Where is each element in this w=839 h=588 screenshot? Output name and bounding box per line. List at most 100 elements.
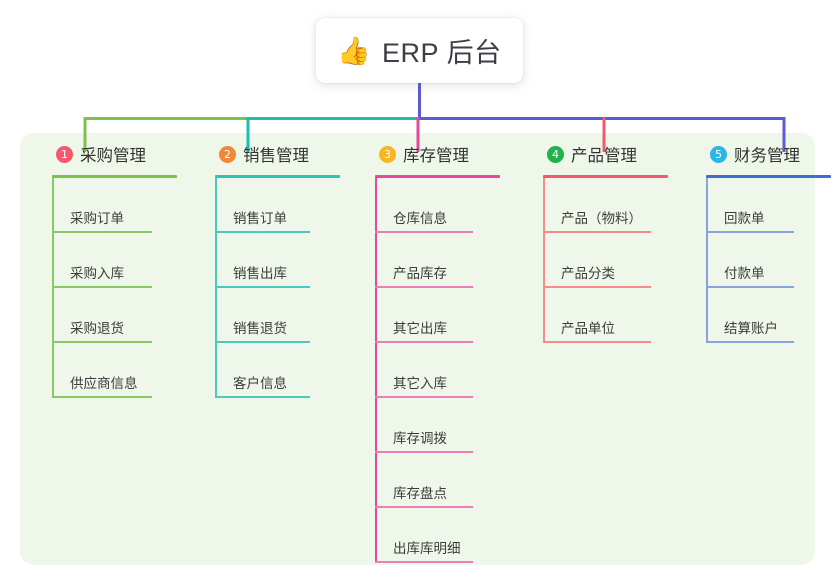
leaf-spine-sales xyxy=(215,178,217,398)
leaf-rule xyxy=(375,231,473,233)
leaf-label: 销售出库 xyxy=(233,266,287,281)
leaf-rule xyxy=(375,506,473,508)
leaf-rule xyxy=(543,286,651,288)
leaf-rule xyxy=(52,341,152,343)
leaf-label: 采购入库 xyxy=(70,266,124,281)
leaf-label: 回款单 xyxy=(724,211,765,226)
leaf-rule xyxy=(706,286,794,288)
leaf-rule xyxy=(375,561,473,563)
leaf-item[interactable]: 结算账户 xyxy=(706,288,839,343)
leaf-spine-finance xyxy=(706,178,708,343)
column-badge-inventory: 3 xyxy=(379,145,396,163)
column-header-product[interactable]: 4 产品管理 xyxy=(529,133,709,175)
leaf-label: 采购退货 xyxy=(70,321,124,336)
leaf-item[interactable]: 采购入库 xyxy=(52,233,208,288)
leaf-label: 客户信息 xyxy=(233,376,287,391)
leaf-label: 销售退货 xyxy=(233,321,287,336)
column-header-inventory[interactable]: 3 库存管理 xyxy=(361,133,541,175)
leaf-item[interactable]: 销售退货 xyxy=(215,288,371,343)
leaf-label: 付款单 xyxy=(724,266,765,281)
leaf-spine-product xyxy=(543,178,545,343)
leaf-label: 产品单位 xyxy=(561,321,615,336)
leaf-list-sales: 销售订单销售出库销售退货客户信息 xyxy=(215,178,371,398)
leaf-rule xyxy=(215,231,310,233)
leaf-label: 供应商信息 xyxy=(70,376,138,391)
leaf-rule xyxy=(52,286,152,288)
leaf-list-finance: 回款单付款单结算账户 xyxy=(706,178,839,343)
column-finance: 5 财务管理回款单付款单结算账户 xyxy=(692,133,839,343)
column-title-purchase: 采购管理 xyxy=(80,147,146,165)
column-rule-product xyxy=(543,175,668,178)
leaf-label: 结算账户 xyxy=(724,321,778,336)
leaf-item[interactable]: 库存盘点 xyxy=(375,453,541,508)
leaf-item[interactable]: 付款单 xyxy=(706,233,839,288)
leaf-label: 库存盘点 xyxy=(393,486,447,501)
column-header-finance[interactable]: 5 财务管理 xyxy=(692,133,839,175)
leaf-item[interactable]: 产品分类 xyxy=(543,233,709,288)
leaf-label: 出库库明细 xyxy=(393,541,461,556)
leaf-item[interactable]: 出库库明细 xyxy=(375,508,541,563)
leaf-item[interactable]: 销售订单 xyxy=(215,178,371,233)
column-rule-finance xyxy=(706,175,831,178)
leaf-item[interactable]: 产品单位 xyxy=(543,288,709,343)
column-rule-sales xyxy=(215,175,340,178)
diagram-panel xyxy=(20,133,815,565)
leaf-item[interactable]: 供应商信息 xyxy=(52,343,208,398)
column-badge-finance: 5 xyxy=(710,145,727,163)
leaf-rule xyxy=(706,341,794,343)
column-badge-product: 4 xyxy=(547,145,564,163)
leaf-list-purchase: 采购订单采购入库采购退货供应商信息 xyxy=(52,178,208,398)
leaf-item[interactable]: 销售出库 xyxy=(215,233,371,288)
leaf-rule xyxy=(375,286,473,288)
column-title-inventory: 库存管理 xyxy=(403,147,469,165)
leaf-item[interactable]: 产品（物料） xyxy=(543,178,709,233)
column-inventory: 3 库存管理仓库信息产品库存其它出库其它入库库存调拨库存盘点出库库明细 xyxy=(361,133,541,563)
column-badge-purchase: 1 xyxy=(56,145,73,163)
leaf-rule xyxy=(375,396,473,398)
leaf-item[interactable]: 采购退货 xyxy=(52,288,208,343)
leaf-item[interactable]: 其它入库 xyxy=(375,343,541,398)
leaf-item[interactable]: 采购订单 xyxy=(52,178,208,233)
leaf-rule xyxy=(375,341,473,343)
leaf-rule xyxy=(215,341,310,343)
column-header-purchase[interactable]: 1 采购管理 xyxy=(38,133,208,175)
leaf-rule xyxy=(52,396,152,398)
leaf-item[interactable]: 回款单 xyxy=(706,178,839,233)
leaf-label: 仓库信息 xyxy=(393,211,447,226)
column-purchase: 1 采购管理采购订单采购入库采购退货供应商信息 xyxy=(38,133,208,398)
leaf-rule xyxy=(52,231,152,233)
leaf-label: 销售订单 xyxy=(233,211,287,226)
leaf-rule xyxy=(543,341,651,343)
leaf-item[interactable]: 产品库存 xyxy=(375,233,541,288)
leaf-label: 其它入库 xyxy=(393,376,447,391)
leaf-list-inventory: 仓库信息产品库存其它出库其它入库库存调拨库存盘点出库库明细 xyxy=(375,178,541,563)
leaf-rule xyxy=(543,231,651,233)
leaf-item[interactable]: 仓库信息 xyxy=(375,178,541,233)
column-rule-inventory xyxy=(375,175,500,178)
column-title-sales: 销售管理 xyxy=(243,147,309,165)
column-title-finance: 财务管理 xyxy=(734,147,800,165)
leaf-spine-purchase xyxy=(52,178,54,398)
leaf-label: 产品库存 xyxy=(393,266,447,281)
leaf-spine-inventory xyxy=(375,178,377,563)
column-title-product: 产品管理 xyxy=(571,147,637,165)
column-rule-purchase xyxy=(52,175,177,178)
leaf-rule xyxy=(215,396,310,398)
thumbs-up-icon: 👍 xyxy=(337,36,372,66)
column-product: 4 产品管理产品（物料） 产品分类产品单位 xyxy=(529,133,709,343)
leaf-item[interactable]: 其它出库 xyxy=(375,288,541,343)
leaf-rule xyxy=(215,286,310,288)
leaf-item[interactable]: 客户信息 xyxy=(215,343,371,398)
leaf-rule xyxy=(706,231,794,233)
leaf-label: 产品（物料） xyxy=(561,211,642,226)
column-sales: 2 销售管理销售订单销售出库销售退货客户信息 xyxy=(201,133,371,398)
leaf-label: 产品分类 xyxy=(561,266,615,281)
column-badge-sales: 2 xyxy=(219,145,236,163)
leaf-list-product: 产品（物料） 产品分类产品单位 xyxy=(543,178,709,343)
column-header-sales[interactable]: 2 销售管理 xyxy=(201,133,371,175)
root-node-card[interactable]: 👍 ERP 后台 xyxy=(316,18,523,83)
leaf-item[interactable]: 库存调拨 xyxy=(375,398,541,453)
column-container: 1 采购管理采购订单采购入库采购退货供应商信息 2 销售管理销售订单销售出库销售退货客… xyxy=(20,133,831,565)
leaf-label: 采购订单 xyxy=(70,211,124,226)
leaf-label: 库存调拨 xyxy=(393,431,447,446)
